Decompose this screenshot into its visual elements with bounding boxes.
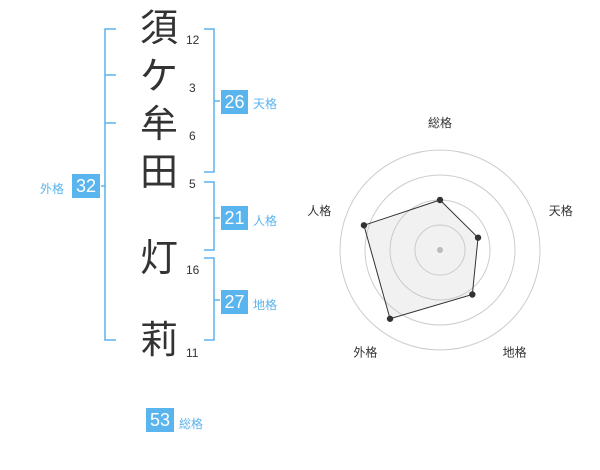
radar-axis-label: 外格 — [353, 345, 377, 360]
surname-char-2: ケ — [139, 54, 178, 98]
radar-point — [436, 196, 444, 204]
gaikaku-label: 外格 — [40, 182, 65, 196]
soukaku-value: 53 — [146, 408, 174, 432]
given-stroke-2: 11 — [186, 346, 199, 360]
surname-stroke-3: 6 — [189, 129, 196, 143]
radar-center — [437, 247, 443, 253]
jinkaku-value: 21 — [221, 206, 248, 230]
surname-stroke-4: 5 — [189, 177, 196, 191]
radar-axis-label: 地格 — [503, 345, 527, 360]
gaikaku-value: 32 — [72, 174, 100, 198]
radar-axis-label: 天格 — [549, 203, 573, 218]
radar-ring — [414, 224, 466, 276]
radar-polygon — [363, 199, 479, 320]
chikaku-label: 地格 — [253, 298, 278, 312]
radar-point — [474, 234, 482, 241]
radar-ring — [364, 174, 516, 326]
radar-point — [386, 315, 394, 322]
given-char-2: 莉 — [139, 318, 178, 362]
surname-stroke-1: 12 — [186, 33, 200, 47]
radar-axis-label: 総格 — [428, 115, 452, 130]
radar-axis-label: 人格 — [307, 203, 331, 218]
radar-point — [360, 222, 368, 229]
surname-char-3: 牟 — [139, 102, 178, 146]
surname-stroke-2: 3 — [189, 81, 196, 95]
given-stroke-1: 16 — [186, 263, 200, 277]
tenkaku-label: 天格 — [253, 97, 278, 111]
chikaku-value: 27 — [221, 290, 248, 314]
soukaku-label: 総格 — [179, 417, 204, 431]
surname-char-1: 須 — [139, 6, 178, 50]
given-char-1: 灯 — [139, 236, 178, 280]
radar-point — [469, 291, 476, 298]
tenkaku-value: 26 — [221, 90, 248, 114]
jinkaku-label: 人格 — [253, 214, 278, 228]
surname-char-4: 田 — [139, 150, 178, 194]
